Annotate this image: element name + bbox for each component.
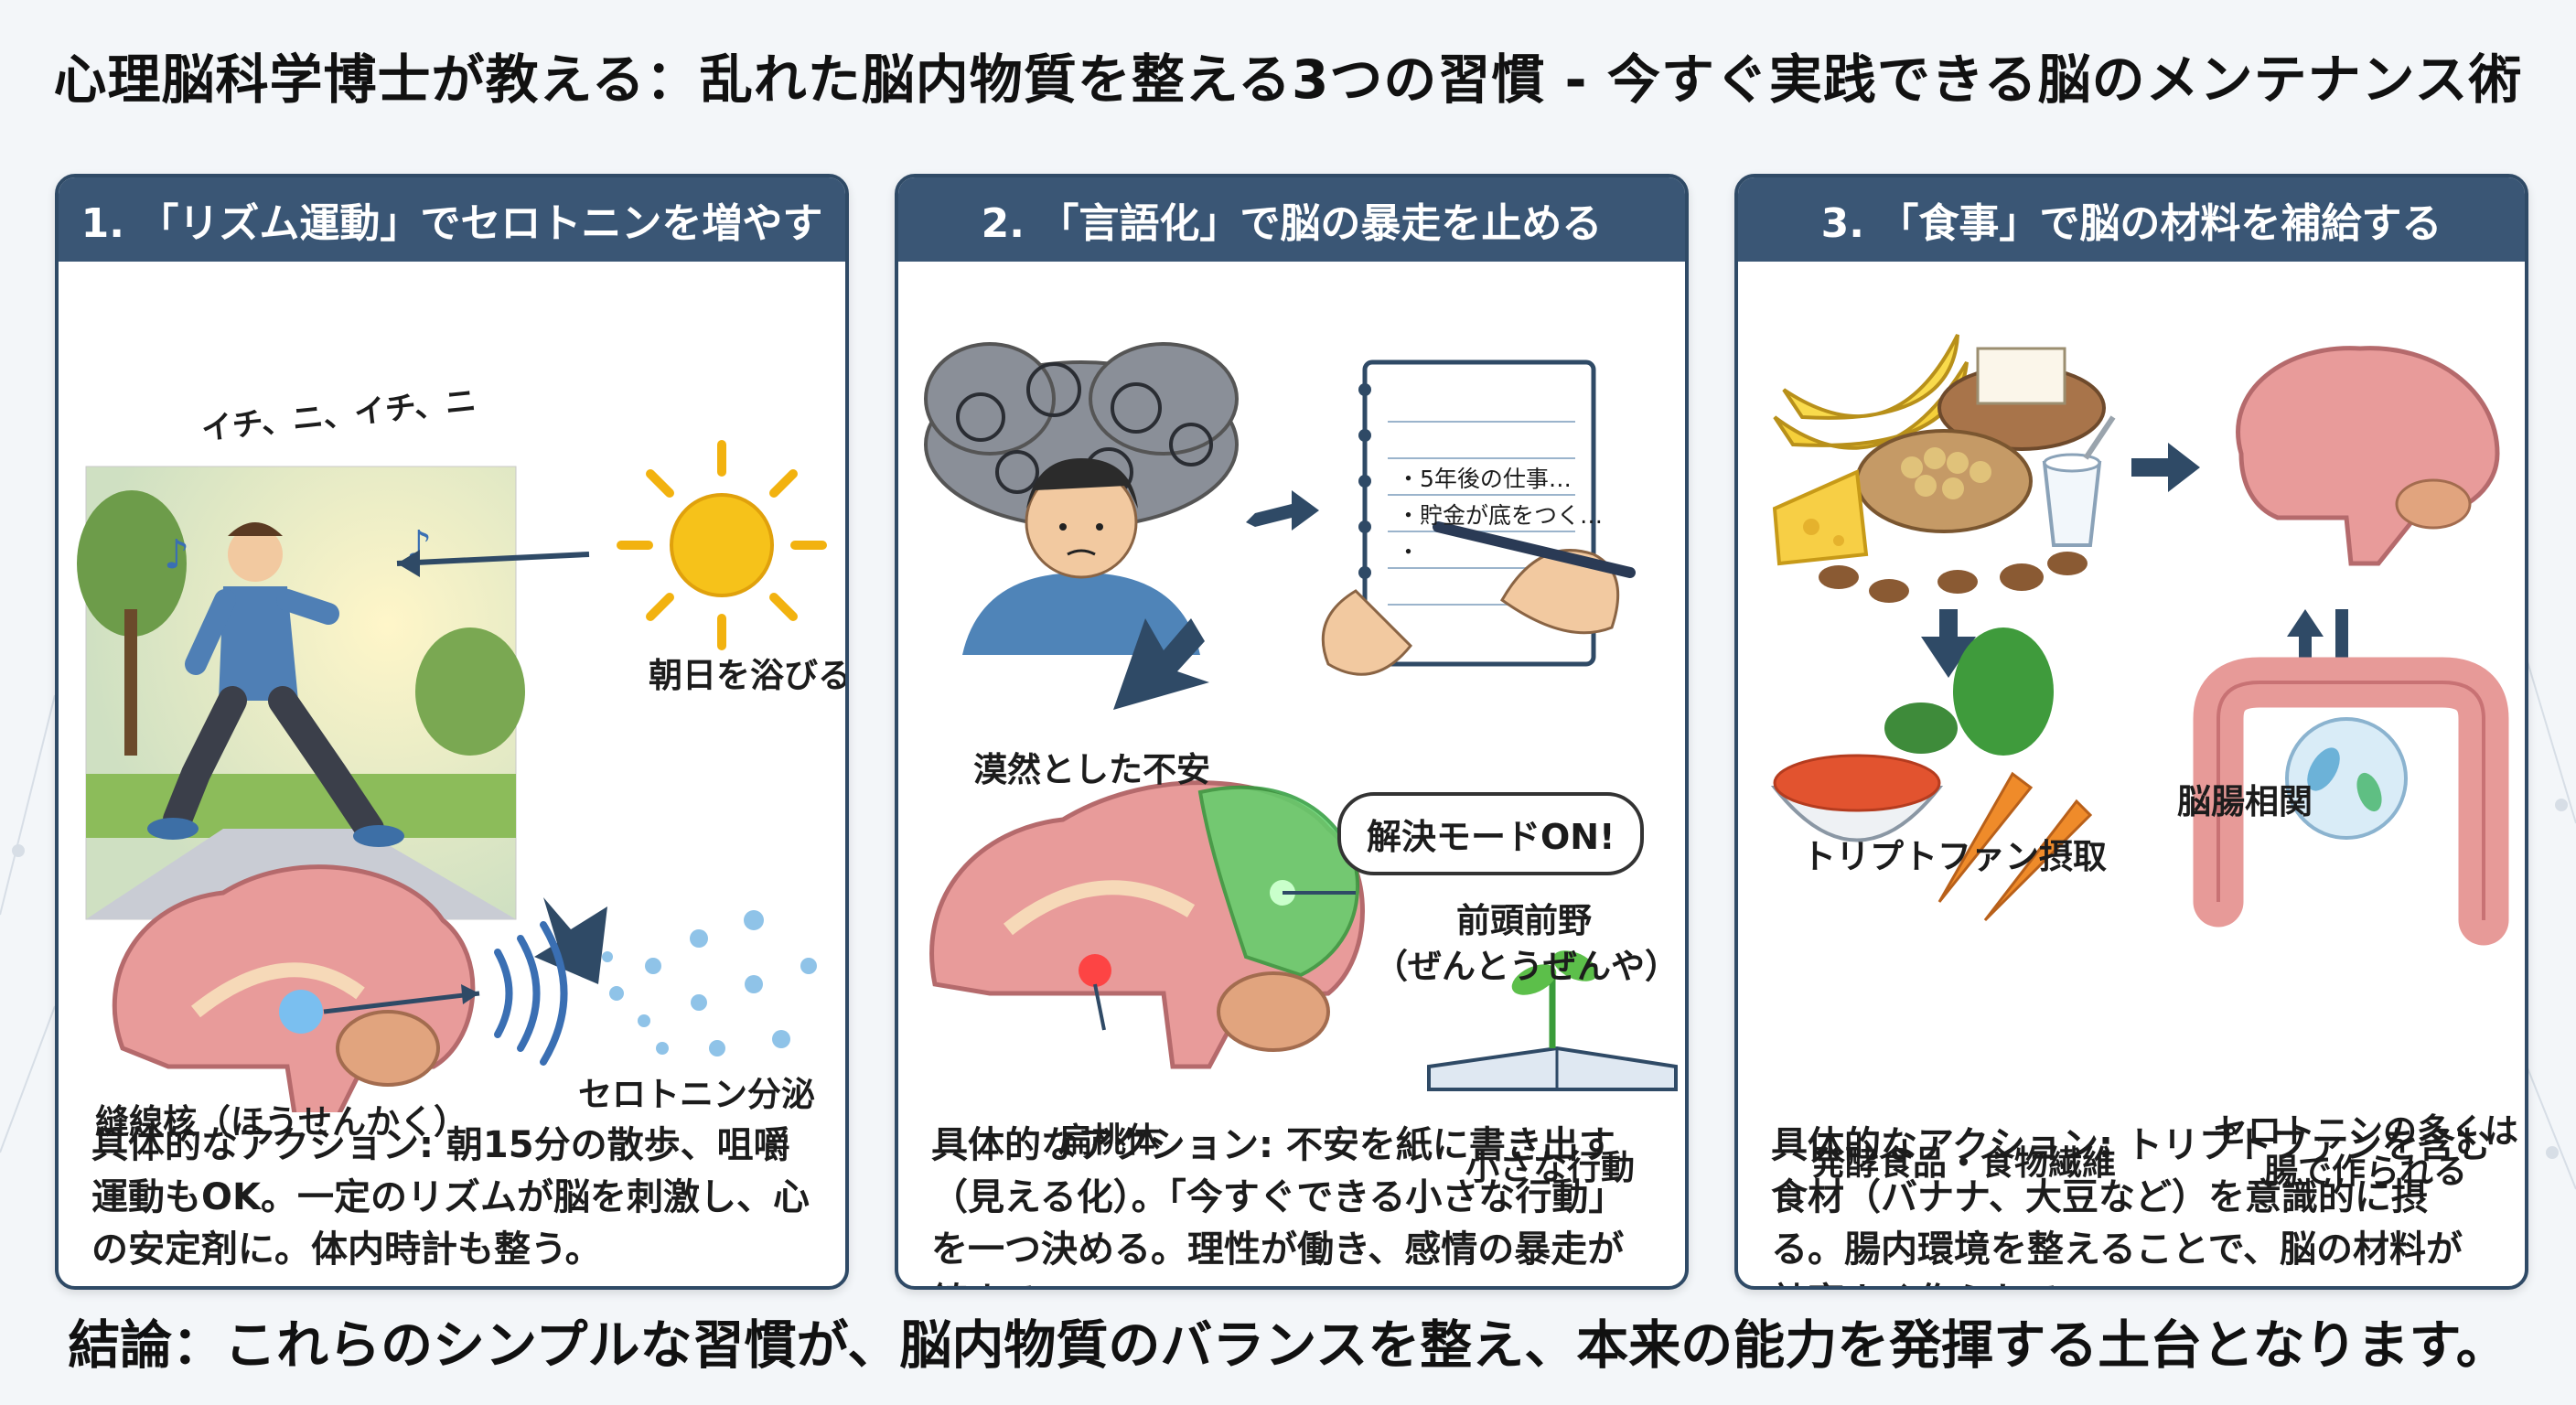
panel-illustration: トリプトファン摂取 脳腸相関 発酵食品・食物繊維 セロトニンの多くは 腸で作られ… [1738, 262, 2525, 1191]
sun-icon [617, 440, 827, 650]
action-description: 具体的なアクション: 不安を紙に書き出す（見える化）。「今すぐできる小さな行動」… [931, 1124, 1626, 1286]
panel-header: 2. 「言語化」で脳の暴走を止める [898, 177, 1685, 262]
yogurt-icon [2042, 415, 2116, 547]
vegetables-icon [1884, 627, 2093, 922]
panel-diet: 3. 「食事」で脳の材料を補給する [1734, 174, 2528, 1290]
panel-illustration: ・5年後の仕事… ・貯金が底をつく… ・ 漠然とした不安 解決モードON! 前頭… [898, 262, 1685, 1187]
cheese-icon [1772, 469, 1869, 566]
fermented-label: 発酵食品・食物繊維 [1811, 1143, 2116, 1183]
brain-icon [929, 780, 1365, 1069]
serotonin-label: セロトニン分泌 [578, 1075, 815, 1114]
sprout-book-icon [1427, 950, 1678, 1091]
brain-icon [112, 864, 476, 1129]
arrow-down-icon [1921, 609, 1976, 678]
note-line-3: ・ [1397, 539, 1421, 565]
sun-label: 朝日を浴びる [649, 656, 849, 695]
banana-icon [1773, 334, 1969, 450]
action-description: 具体的なアクション: 朝15分の散歩、咀嚼運動もOK。一定のリズムが脳を刺激し、… [91, 1124, 810, 1271]
raphe-label: 縫線核（ほうせんかく） [95, 1102, 467, 1142]
conclusion-text: 結論：これらのシンプルな習慣が、脳内物質のバランスを整え、本来の能力を発揮する土… [68, 1315, 2508, 1376]
panel-rhythm-exercise: 1. 「リズム運動」でセロトニンを増やす [55, 174, 849, 1290]
panel-header: 1. 「リズム運動」でセロトニンを増やす [59, 177, 845, 262]
anxiety-cloud-icon [924, 342, 1239, 529]
action-description: 具体的なアクション: トリプトファンを含む食材（バナナ、大豆など）を意識的に摂る… [1771, 1124, 2492, 1286]
illustration-svg [1770, 334, 2509, 946]
intestine-icon [2193, 657, 2509, 946]
panel-illustration: ♪♪ [59, 262, 845, 1142]
serotonin-gut-label-1: セロトニンの多くは [2214, 1111, 2518, 1151]
kimchi-icon [1770, 754, 1944, 842]
nuts-icon [1819, 429, 2088, 603]
illustration-svg [924, 342, 1678, 1091]
solution-mode-bubble: 解決モードON! [1337, 792, 1645, 875]
prefrontal-reading: （ぜんとうぜんや） [1374, 947, 1679, 986]
note-line-2: ・貯金が底をつく… [1397, 502, 1604, 529]
arrow-right-icon [2131, 443, 2200, 492]
prefrontal-label: 前頭前野 [1456, 901, 1592, 940]
tryptophan-label: トリプトファン摂取 [1802, 837, 2107, 876]
notebook-icon [1321, 359, 1636, 676]
page-title: 心理脳科学博士が教える：乱れた脳内物質を整える3つの習慣 - 今すぐ実践できる脳… [53, 48, 2523, 111]
panel-header: 3. 「食事」で脳の材料を補給する [1738, 177, 2525, 262]
brain-icon [2236, 346, 2500, 566]
panel-verbalization: 2. 「言語化」で脳の暴走を止める [895, 174, 1689, 1290]
runner-icon [147, 522, 404, 847]
tofu-icon [1937, 347, 2106, 451]
gut-brain-label: 脳腸相関 [2177, 782, 2313, 821]
runner-scene [77, 466, 525, 920]
note-line-1: ・5年後の仕事… [1397, 466, 1572, 492]
arrow-down-icon [534, 897, 607, 984]
serotonin-gut-label-2: 腸で作られる [2264, 1152, 2467, 1191]
small-action-label: 小さな行動 [1465, 1148, 1635, 1187]
signal-waves-icon [494, 921, 568, 1066]
serotonin-particles-icon [602, 910, 817, 1056]
anxiety-label: 漠然とした不安 [973, 750, 1210, 789]
svg-text:♪: ♪ [164, 531, 189, 578]
illustration-svg: ♪♪ [77, 440, 827, 1129]
amygdala-label: 扁桃体 [1058, 1121, 1160, 1160]
